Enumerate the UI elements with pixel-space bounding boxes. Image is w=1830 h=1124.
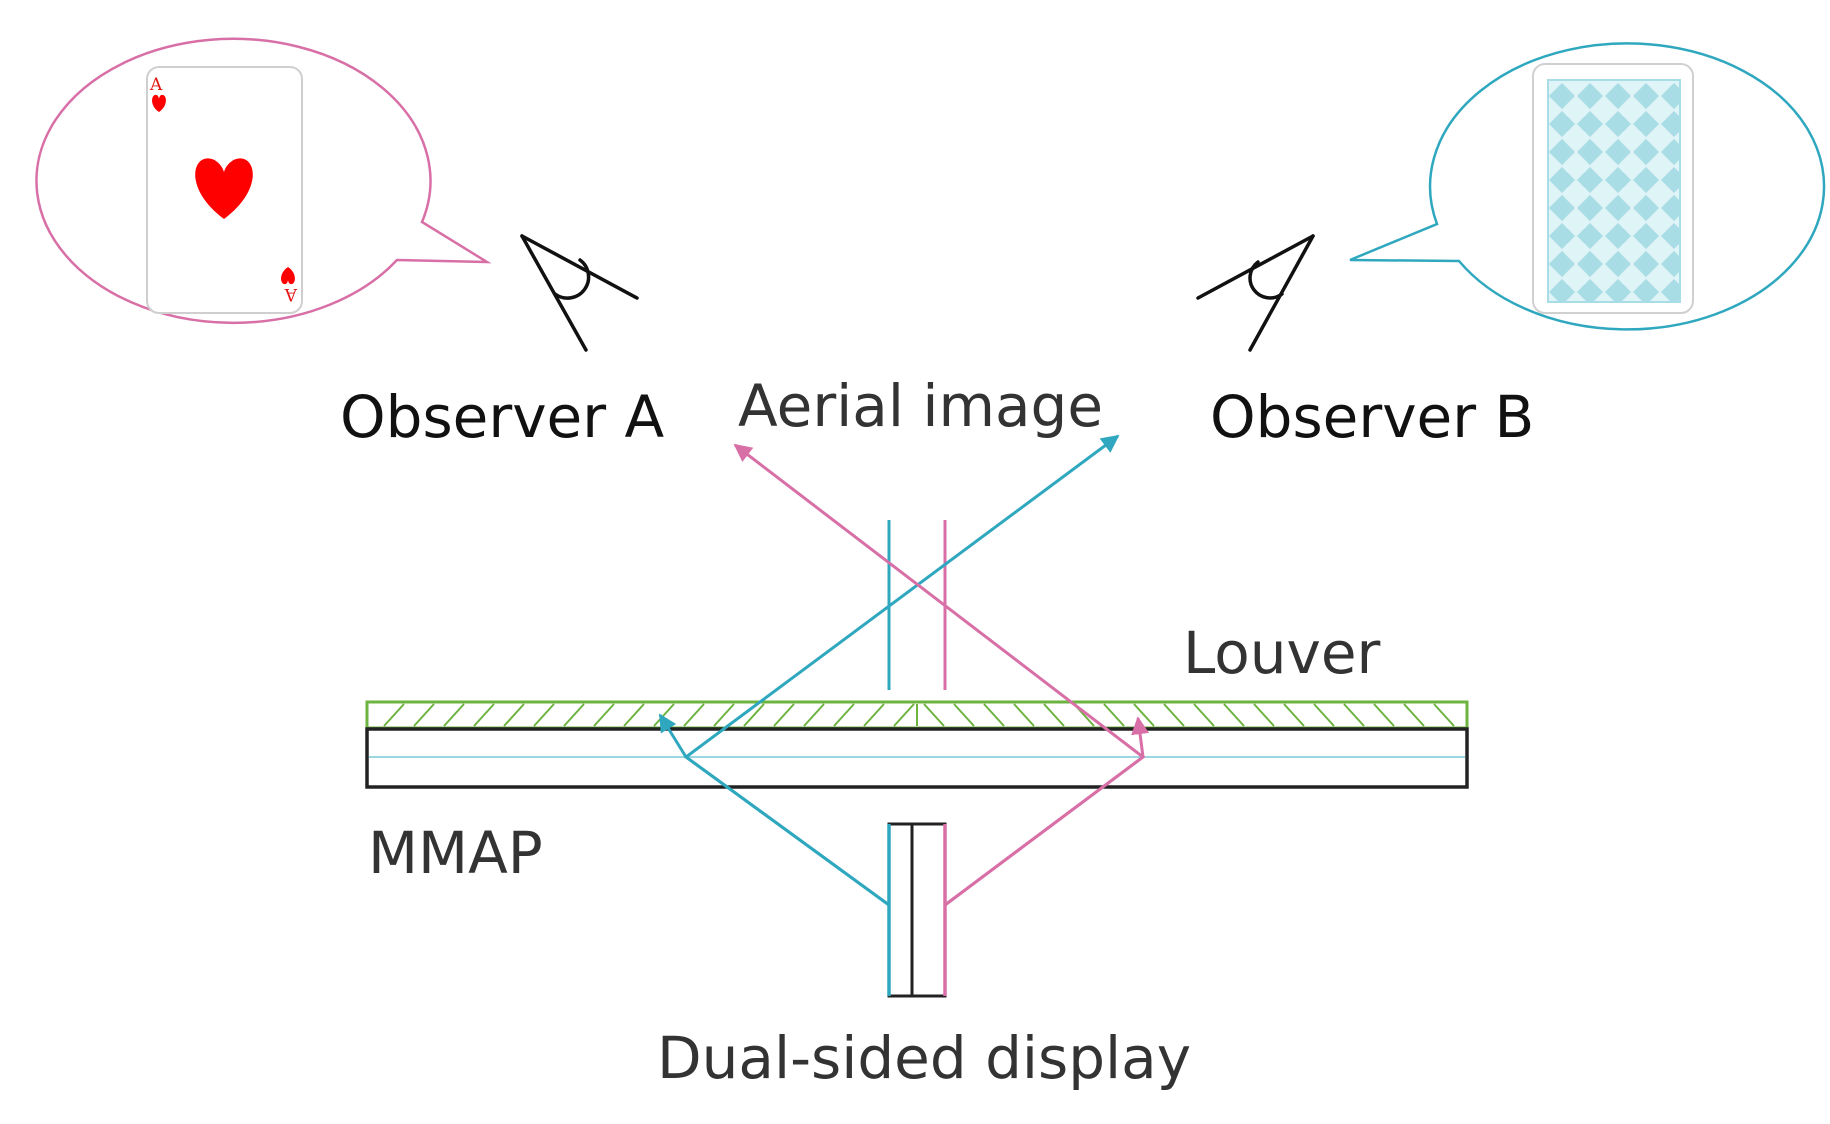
aerial-image-label: Aerial image (738, 372, 1104, 440)
louver-slat (383, 703, 405, 727)
heart-small-icon (152, 94, 166, 112)
louver-slat (983, 703, 1005, 727)
louver-slat (773, 703, 795, 727)
louver-slat (473, 703, 495, 727)
observer-a-eye-icon (520, 234, 639, 352)
louver-slat (1253, 703, 1275, 727)
louver-slat (623, 703, 645, 727)
louver-slat (1103, 703, 1125, 727)
louver-slat (1223, 703, 1245, 727)
louver-slat (1283, 703, 1305, 727)
card-front: A A (146, 66, 303, 314)
card-index-top: A (149, 75, 163, 95)
observer-a-label: Observer A (340, 383, 665, 451)
heart-icon (195, 158, 253, 219)
louver-slat (1343, 703, 1365, 727)
dual-sided-display-label: Dual-sided display (657, 1024, 1192, 1092)
observer-b-eye-icon (1196, 234, 1315, 352)
louver-slat (1133, 703, 1155, 727)
louver-slat (1403, 703, 1425, 727)
observer-b-label: Observer B (1210, 383, 1535, 451)
louver-slat (1313, 703, 1335, 727)
ray-cyan (658, 434, 1120, 907)
louver-slat (683, 703, 705, 727)
louver-slat (413, 703, 435, 727)
louver-slat (443, 703, 465, 727)
louver-slat (1013, 703, 1035, 727)
louver-slat (863, 703, 885, 727)
louver-slat (1193, 703, 1215, 727)
mmap-label: MMAP (368, 819, 543, 887)
louver-slat (1433, 703, 1455, 727)
louver-slat (563, 703, 585, 727)
card-index-bottom: A (284, 284, 298, 304)
louver-slat (833, 703, 855, 727)
louver-label: Louver (1183, 619, 1381, 687)
louver-slat (713, 703, 735, 727)
louver-slat (593, 703, 615, 727)
card-back (1532, 63, 1694, 314)
louver-slat (803, 703, 825, 727)
louver-slat (923, 703, 945, 727)
louver-slat (1163, 703, 1185, 727)
louver (365, 700, 1469, 730)
louver-slat (503, 703, 525, 727)
louver-slat (743, 703, 765, 727)
louver-slat (1043, 703, 1065, 727)
louver-slat (1373, 703, 1395, 727)
heart-small-inverted-icon (281, 267, 295, 285)
louver-slat (533, 703, 555, 727)
mmap (365, 727, 1469, 789)
ray-pink (733, 443, 1149, 907)
dual-sided-display (887, 822, 947, 998)
louver-slat (893, 703, 915, 727)
louver-slat (953, 703, 975, 727)
